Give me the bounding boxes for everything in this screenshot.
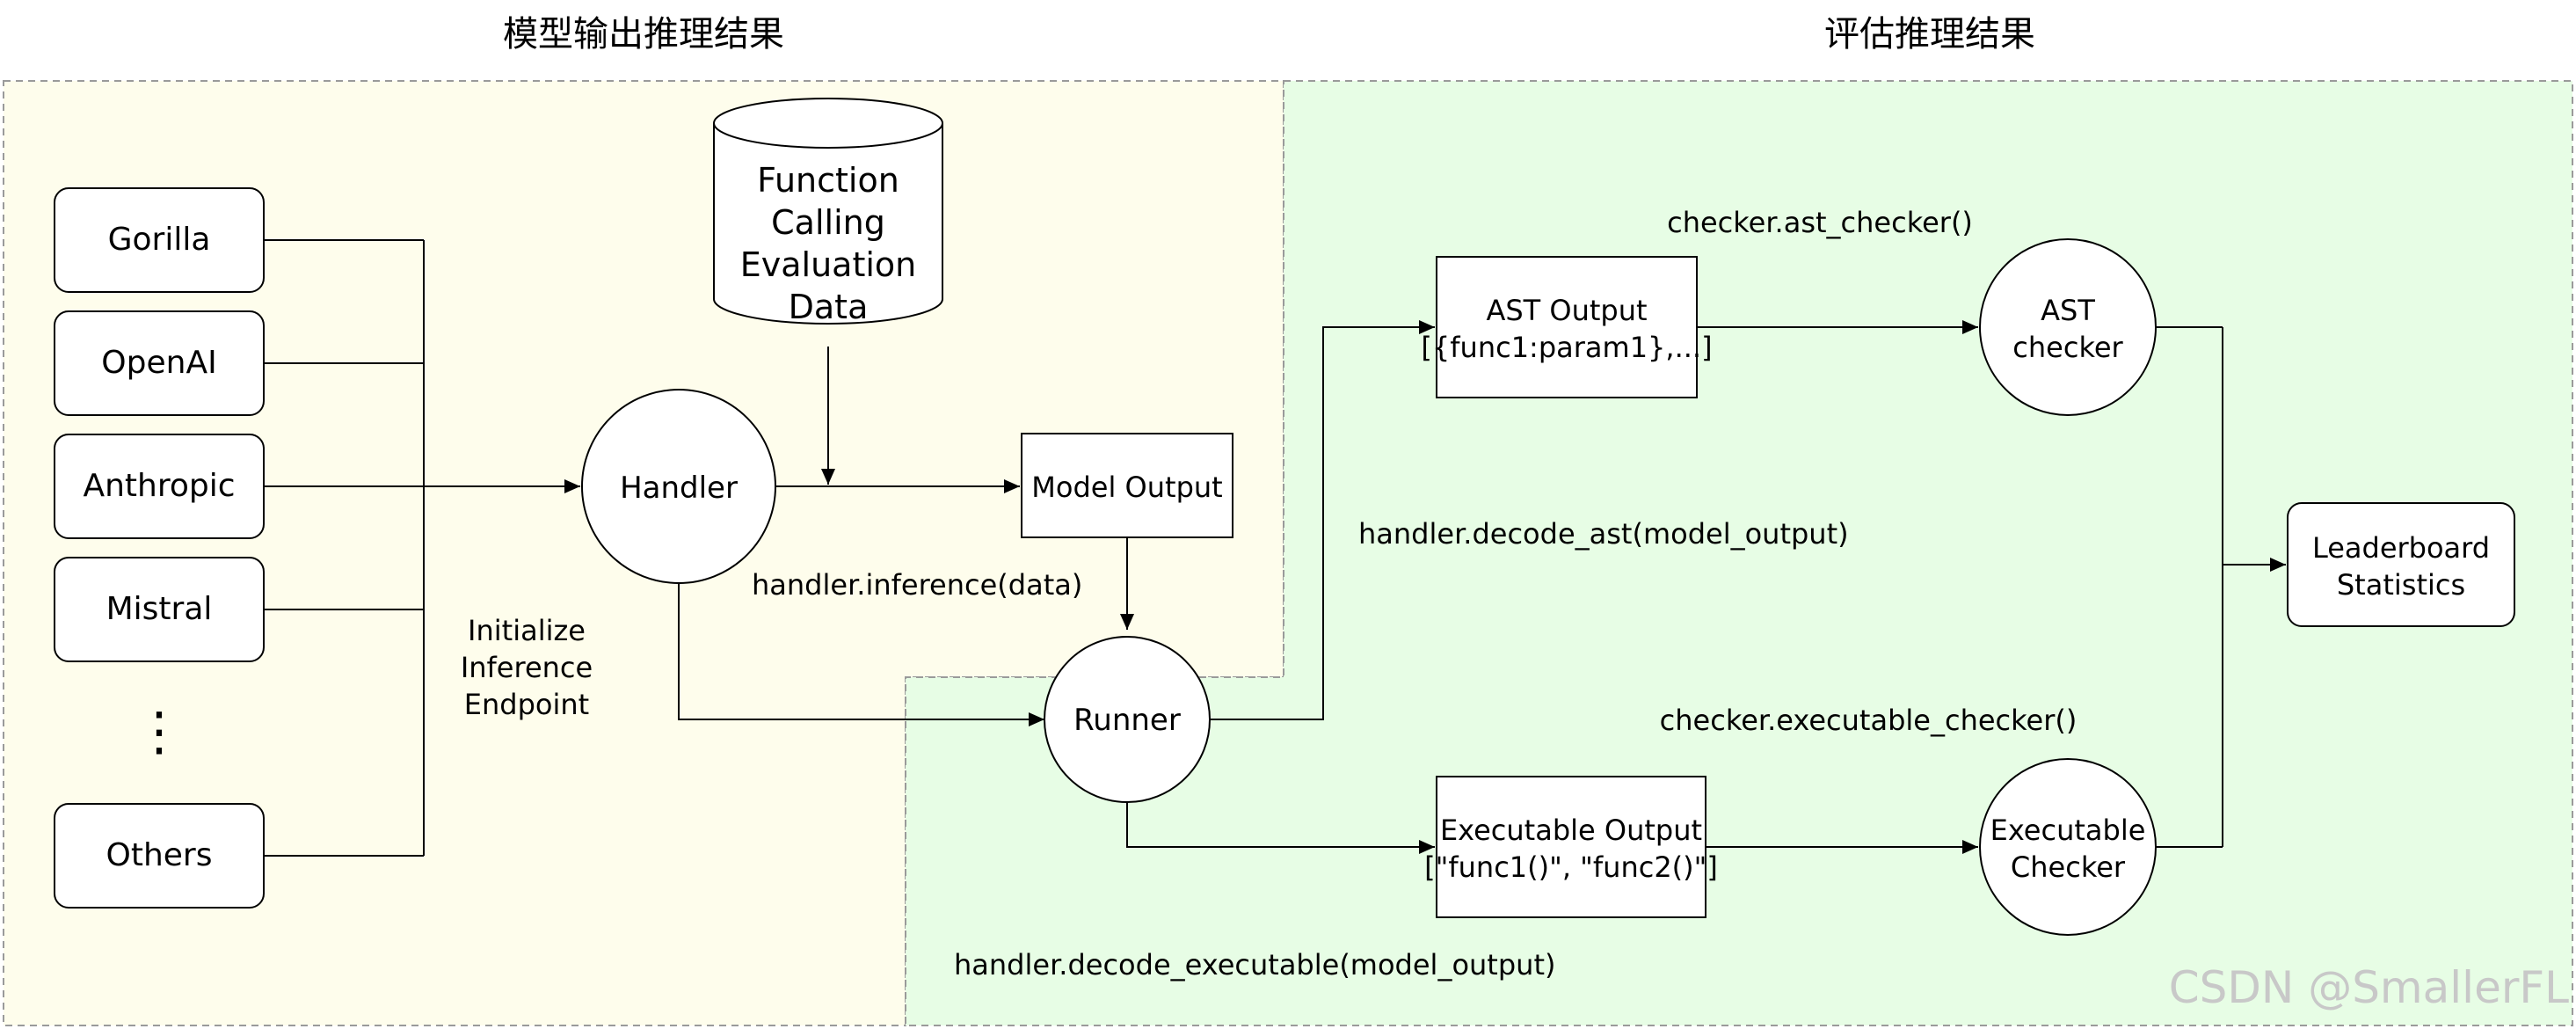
provider-label: Gorilla: [108, 222, 211, 258]
model-output-box: Model Output: [1021, 433, 1233, 538]
provider-label: Others: [106, 837, 213, 873]
database-label-line2: Calling: [771, 203, 885, 242]
ast-checker-label-line1: AST: [2041, 294, 2095, 327]
inference-section-title: 模型输出推理结果: [503, 14, 784, 55]
init-label-line3: Endpoint: [464, 688, 589, 721]
exec-checker-call-label: checker.executable_checker(): [1660, 704, 2078, 737]
handler-to-runner-arrow: [678, 583, 1044, 726]
evaluation-section-title: 评估推理结果: [1824, 14, 2035, 55]
ellipsis-vertical: ⋮: [133, 701, 186, 763]
ast-checker-call-label: checker.ast_checker(): [1667, 206, 1973, 239]
provider-anthropic: Anthropic: [54, 434, 265, 539]
ast-output-box: AST Output [{func1:param1},...]: [1421, 256, 1713, 398]
leaderboard-label-line1: Leaderboard: [2312, 531, 2490, 565]
ast-checker-node: AST checker: [1979, 238, 2157, 416]
exec-output-example: ["func1()", "func2()"]: [1424, 850, 1718, 884]
ast-output-example: [{func1:param1},...]: [1421, 331, 1712, 364]
evaluation-data-database: Function Calling Evaluation Data: [713, 98, 943, 326]
exec-output-title: Executable Output: [1440, 814, 1702, 847]
ast-output-title: AST Output: [1486, 294, 1647, 327]
watermark: CSDN @SmallerFL: [2169, 962, 2569, 1013]
runner-node: Runner: [1044, 636, 1211, 803]
provider-others: Others: [54, 803, 265, 909]
leaderboard-box: Leaderboard Statistics: [2287, 502, 2515, 627]
inference-call-label: handler.inference(data): [752, 568, 1082, 602]
decode-ast-call-label: handler.decode_ast(model_output): [1358, 517, 1849, 551]
init-label-line2: Inference: [461, 651, 593, 684]
database-label-line1: Function: [757, 161, 899, 200]
handler-label: Handler: [620, 471, 738, 506]
runner-to-exec-output-arrow: [1126, 802, 1435, 854]
provider-openai: OpenAI: [54, 310, 265, 416]
provider-gorilla: Gorilla: [54, 187, 265, 293]
leaderboard-label-line2: Statistics: [2337, 568, 2465, 602]
init-label-line1: Initialize: [468, 614, 586, 647]
checkers-to-leaderboard-bus: [2156, 326, 2223, 848]
provider-mistral: Mistral: [54, 557, 265, 662]
provider-bus: [264, 239, 425, 857]
exec-checker-node: Executable Checker: [1979, 758, 2157, 936]
runner-label: Runner: [1073, 703, 1181, 738]
database-label-line4: Data: [789, 288, 869, 326]
exec-checker-label-line1: Executable: [1990, 814, 2146, 847]
provider-label: Mistral: [106, 591, 213, 627]
decode-exec-call-label: handler.decode_executable(model_output): [954, 948, 1555, 982]
provider-label: Anthropic: [83, 468, 235, 504]
handler-node: Handler: [581, 389, 776, 584]
database-label-line3: Evaluation: [740, 245, 917, 284]
provider-label: OpenAI: [101, 345, 216, 381]
model-output-label: Model Output: [1031, 471, 1222, 504]
exec-output-box: Executable Output ["func1()", "func2()"]: [1424, 776, 1718, 918]
runner-to-ast-output-arrow: [1210, 320, 1435, 720]
exec-checker-label-line2: Checker: [2011, 850, 2126, 884]
ast-checker-label-line2: checker: [2012, 331, 2123, 364]
